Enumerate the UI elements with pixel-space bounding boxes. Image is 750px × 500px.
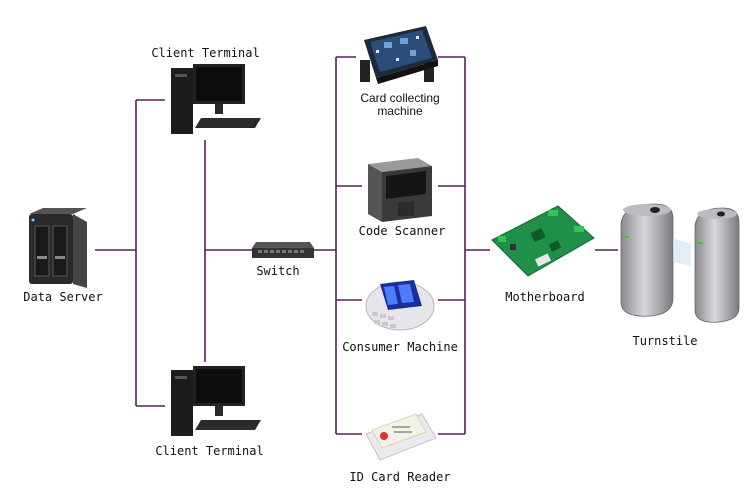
card-reader-icon [365,413,437,461]
turnstile-label: Turnstile [632,334,698,348]
card-collecting-label-line2: machine [377,104,423,118]
desktop-computer-icon [171,366,261,436]
switch-label: Switch [256,264,300,278]
client-terminal-top-label: Client Terminal [151,46,260,60]
card-collecting-machine-label: Card collecting machine [345,92,455,118]
circuit-board-machine-icon [360,26,438,84]
barcode-scanner-icon [368,158,432,222]
code-scanner-label: Code Scanner [358,224,446,238]
network-switch-icon [252,242,314,258]
data-server-label: Data Server [23,290,103,304]
client-terminal-bottom-label: Client Terminal [155,444,264,458]
green-pcb-icon [491,205,595,277]
id-card-reader-label: ID Card Reader [349,470,451,484]
desktop-computer-icon [171,64,261,134]
pos-terminal-icon [365,280,435,331]
flap-barrier-turnstile-icon [620,203,740,323]
motherboard-label: Motherboard [505,290,585,304]
consumer-machine-label: Consumer Machine [342,340,458,354]
card-collecting-label-line1: Card collecting [360,91,440,105]
nas-server-icon [29,208,87,288]
